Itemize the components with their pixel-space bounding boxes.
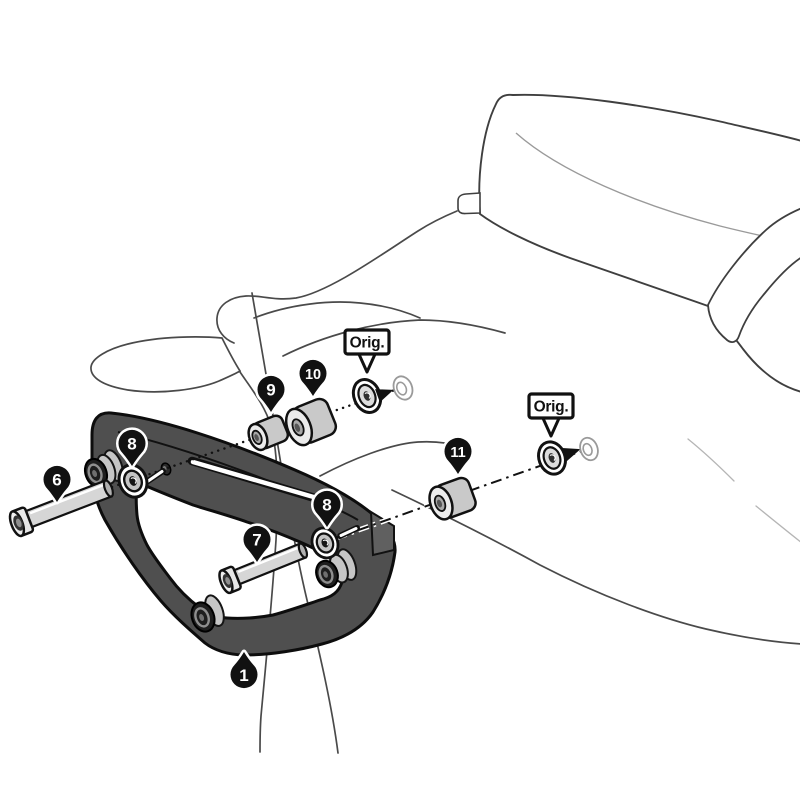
orig-label-right-text: Orig. <box>534 399 569 416</box>
seat-tab <box>457 192 481 215</box>
orig-label-right-box <box>527 392 575 420</box>
orig-label-top-text: Orig. <box>350 335 385 352</box>
callout-10-label: 10 <box>305 367 321 383</box>
callout-11-label: 11 <box>450 445 465 461</box>
orig-washer-top <box>351 378 383 414</box>
motorcycle-seat-outline <box>457 93 800 393</box>
callout-7: 7 <box>241 523 273 565</box>
body-crease-line <box>319 440 463 477</box>
bolt-6 <box>8 479 114 538</box>
callout-6: 6 <box>41 463 73 505</box>
orig-washer-right <box>537 440 567 476</box>
seat-strap <box>707 207 800 343</box>
callout-8-left-label: 8 <box>127 435 136 454</box>
callout-8-right: 8 <box>311 488 343 530</box>
callout-9: 9 <box>255 373 287 415</box>
body-wing-panel <box>90 336 242 393</box>
callout-11: 11 <box>442 435 474 477</box>
orig-label-top-box <box>343 328 391 356</box>
body-front-edge <box>216 210 458 344</box>
callout-10: 10 <box>297 357 329 399</box>
direction-arrow-right <box>562 447 581 462</box>
callout-1: 1 <box>228 649 260 691</box>
orig-screw-top <box>392 375 414 401</box>
orig-screw-right <box>579 436 599 462</box>
seat-seam-line <box>515 132 773 239</box>
bracket-slot <box>190 459 320 501</box>
callout-1-label: 1 <box>239 666 248 685</box>
body-bottom-swoosh <box>391 489 800 645</box>
orig-label-right: Orig. <box>527 392 575 438</box>
washer-8-left <box>117 463 149 499</box>
callout-6-label: 6 <box>52 471 61 490</box>
fender-faint-line-1 <box>687 438 735 482</box>
spacer-10 <box>284 397 338 447</box>
bolt-7 <box>218 542 309 595</box>
callout-7-label: 7 <box>252 531 261 550</box>
direction-arrow-top <box>375 389 394 403</box>
alignment-screw-right <box>337 525 360 539</box>
callout-9-label: 9 <box>266 381 275 400</box>
subframe-arc-lower <box>282 319 506 357</box>
mount-boss-bottom-left <box>190 594 225 633</box>
callout-8-right-label: 8 <box>322 496 331 515</box>
subframe-arc-upper <box>253 301 421 319</box>
side-carrier-bracket <box>83 411 397 657</box>
orig-label-top: Orig. <box>343 328 391 374</box>
washer-8-right <box>310 526 340 560</box>
fender-faint-line-2 <box>755 505 800 543</box>
callout-8-left: 8 <box>116 427 148 469</box>
mount-boss-top-left <box>83 449 124 489</box>
spacer-11 <box>428 476 477 521</box>
spacer-9 <box>247 414 290 452</box>
